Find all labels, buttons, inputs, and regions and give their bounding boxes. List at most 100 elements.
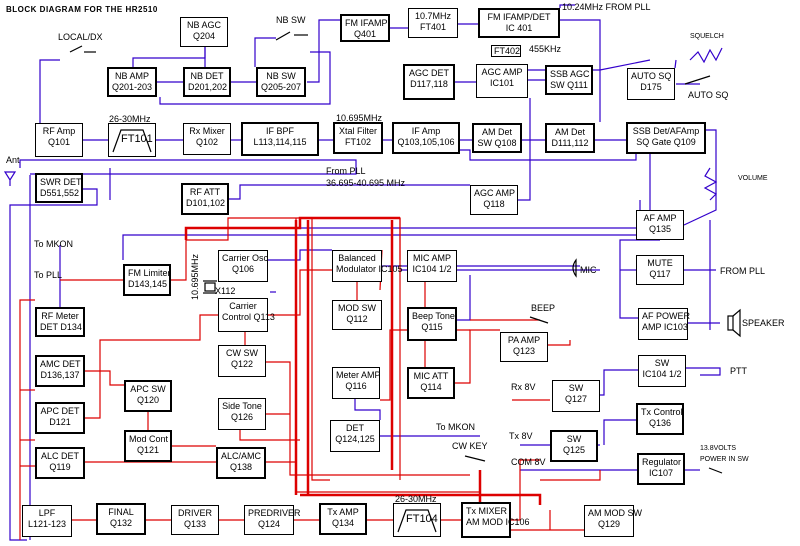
- block-label: Q205-207: [261, 82, 302, 92]
- label-mhz26-30-rx: 26-30MHz: [109, 114, 151, 124]
- label-local-dx: LOCAL/DX: [58, 32, 103, 42]
- block-label: L121-123: [27, 519, 67, 529]
- block-label: Modulator IC105: [336, 264, 403, 274]
- block-label: IF BPF: [265, 126, 294, 136]
- block-label: SQ Gate Q109: [636, 137, 696, 147]
- block-label: ALC/AMC: [221, 451, 262, 461]
- label-x112: X112: [215, 286, 236, 296]
- block-label: DET: [346, 423, 364, 433]
- transmit-signal-line: [85, 370, 124, 386]
- block-label: FM IFAMP: [345, 18, 388, 28]
- block-label: Q401: [353, 29, 377, 39]
- block-label: Q201-203: [112, 82, 153, 92]
- label-tx8v: Tx 8V: [509, 431, 533, 441]
- label-squelch: SQUELCH: [690, 33, 724, 40]
- block-label: FT402: [494, 46, 521, 56]
- block-ft101: FT101: [108, 123, 156, 157]
- block-label: MOD SW: [338, 303, 376, 313]
- block-label: RF ATT: [189, 187, 221, 197]
- block-label: D101,102: [186, 198, 226, 208]
- bandpass-filter-icon: [397, 509, 437, 533]
- block-label: Q112: [346, 314, 368, 324]
- speaker-icon: [727, 308, 741, 338]
- transmit-signal-line: [85, 314, 218, 419]
- block-label: AM MOD SW: [588, 508, 642, 518]
- label-ant: Ant: [6, 155, 20, 165]
- label-to-mkon: To MKON: [34, 239, 74, 249]
- block-label: NB SW: [266, 71, 296, 81]
- block-label: Q119: [49, 462, 71, 472]
- block-label: D111,112: [551, 138, 589, 148]
- transmit-signal-line: [19, 299, 35, 540]
- block-label: NB DET: [190, 71, 224, 81]
- block-label: Q138: [229, 462, 253, 472]
- transmit-signal-line: [268, 269, 332, 316]
- block-label: Q204: [192, 31, 216, 41]
- block-label: D121: [49, 417, 71, 427]
- label-power-sw: POWER IN SW: [700, 456, 749, 463]
- receive-signal-line: [268, 249, 332, 261]
- receive-signal-line: [159, 51, 331, 105]
- block-label: IC 401: [505, 23, 533, 33]
- block-label: IF Amp: [411, 126, 441, 136]
- nb-switch-icon: [275, 31, 308, 41]
- beep-switch-icon: [529, 316, 549, 324]
- block-label: Balanced: [338, 253, 376, 263]
- block-label: NB AMP: [114, 71, 149, 81]
- block-label: D551,552: [40, 188, 80, 198]
- block-label: Q114: [420, 382, 442, 392]
- block-label: D136,137: [40, 370, 80, 380]
- receive-signal-line: [229, 184, 470, 200]
- receive-signal-line: [560, 19, 601, 122]
- block-label: DET D134: [40, 322, 82, 332]
- block-label: Q134: [331, 518, 355, 528]
- label-pll-1024: 10.24MHz FROM PLL: [562, 2, 651, 12]
- transmit-signal-line: [265, 361, 470, 476]
- block-label: Q126: [230, 412, 254, 422]
- label-mhz26-30-tx: 26-30MHz: [395, 494, 437, 504]
- block-label: FT401: [419, 22, 446, 32]
- block-label: D143,145: [128, 279, 168, 289]
- block-label: Tx Control: [641, 407, 683, 417]
- block-label: ALC DET: [40, 451, 79, 461]
- block-label: AUTO SQ: [631, 71, 672, 81]
- block-label: Q106: [231, 264, 255, 274]
- block-label: Q123: [512, 346, 536, 356]
- transmit-signal-line: [511, 459, 540, 521]
- block-label: Q117: [649, 269, 671, 279]
- block-label: Mod Cont: [129, 434, 169, 444]
- label-speaker: SPEAKER: [742, 318, 785, 328]
- receive-signal-line: [254, 37, 276, 67]
- block-label: D201,202: [188, 82, 228, 92]
- block-label: Beep Tone: [412, 311, 455, 321]
- block-label: Q115: [421, 322, 443, 332]
- block-label: SW Q108: [477, 138, 517, 148]
